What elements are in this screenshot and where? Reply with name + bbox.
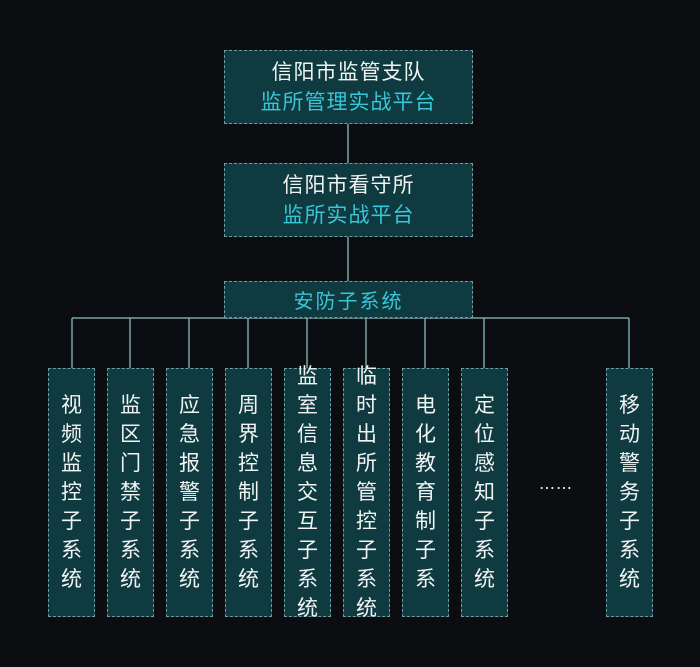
leaf-label: 视频监控子系统 — [61, 393, 82, 591]
leaf-box-positioning: 定位感知子系统 — [461, 368, 508, 617]
leaf-label: 移动警务子系统 — [619, 393, 640, 591]
top-box-title: 信阳市监管支队 — [271, 60, 426, 84]
subsystem-group-label: 安防子系统 — [293, 289, 404, 313]
leaf-box-cell-interaction: 监室信息交互子系统 — [284, 364, 331, 620]
leaf-label: 定位感知子系统 — [474, 393, 495, 591]
subsystem-group-box: 安防子系统 — [224, 281, 473, 318]
middle-box-title: 信阳市看守所 — [282, 173, 415, 197]
middle-box-subtitle: 监所实战平台 — [282, 203, 415, 227]
leaf-box-video: 视频监控子系统 — [48, 368, 95, 617]
leaf-box-temporary-exit: 临时出所管控子系统 — [343, 364, 390, 620]
ellipsis-text: …… — [539, 474, 573, 493]
leaf-label: 周界控制子系统 — [238, 393, 259, 591]
middle-box: 信阳市看守所 监所实战平台 — [224, 163, 473, 237]
leaf-label: 监室信息交互子系统 — [297, 364, 318, 620]
leaf-label: 临时出所管控子系统 — [356, 364, 377, 620]
leaf-label: 应急报警子系统 — [179, 393, 200, 591]
leaf-box-perimeter: 周界控制子系统 — [225, 368, 272, 617]
leaf-box-alarm: 应急报警子系统 — [166, 368, 213, 617]
leaf-box-education: 电化教育制子系 — [402, 368, 449, 617]
leaf-label: 监区门禁子系统 — [120, 393, 141, 591]
top-box: 信阳市监管支队 监所管理实战平台 — [224, 50, 473, 124]
leaf-label: 电化教育制子系 — [415, 393, 436, 591]
connector-drops — [71, 318, 630, 368]
leaf-box-mobile-police: 移动警务子系统 — [606, 368, 653, 617]
leaf-box-access: 监区门禁子系统 — [107, 368, 154, 617]
top-box-subtitle: 监所管理实战平台 — [260, 90, 437, 114]
